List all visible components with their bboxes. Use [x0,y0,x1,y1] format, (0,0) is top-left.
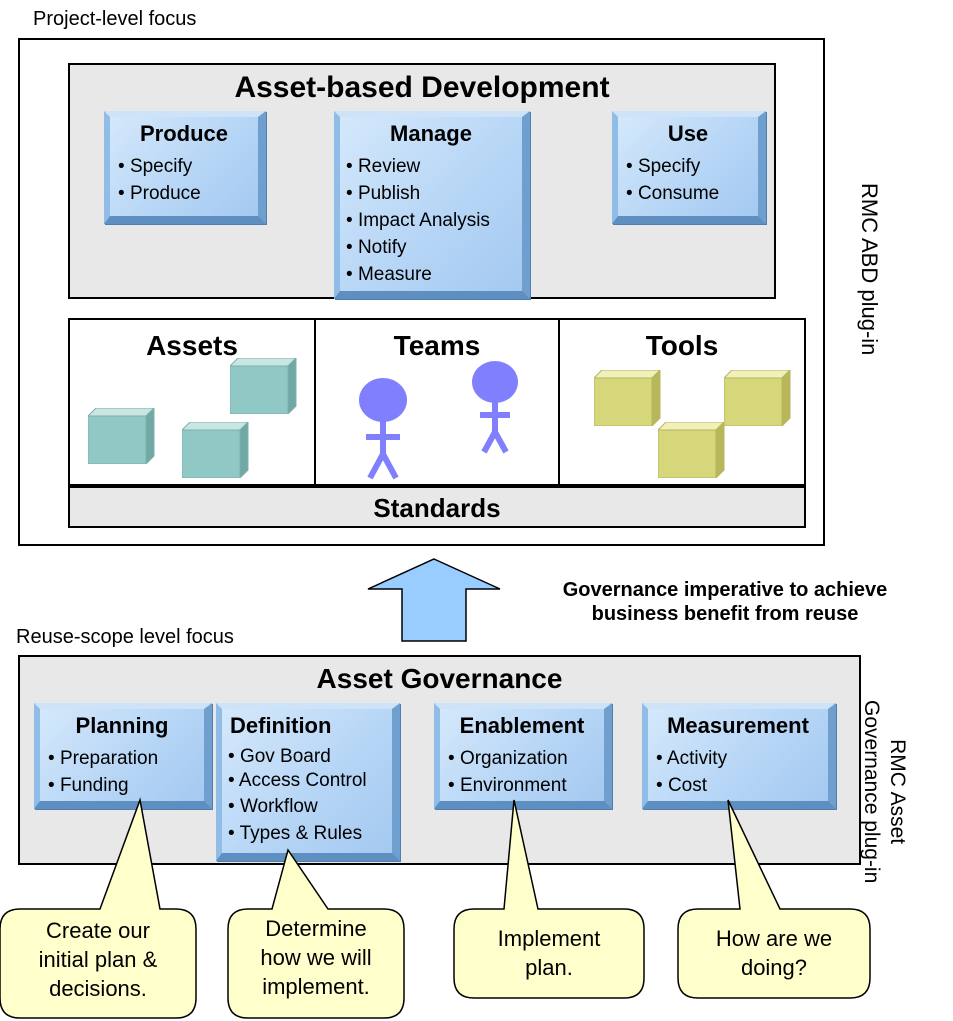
measurement-box: Measurement Activity Cost [642,703,836,809]
manage-title: Manage [390,121,472,146]
governance-title: Asset Governance [316,663,563,694]
resources-row: Assets Teams [68,318,806,486]
callout-line: implement. [262,974,370,999]
governance-note: Governance imperative to achieve busines… [505,578,945,626]
tools-title: Tools [645,330,719,361]
enablement-item: Organization [448,745,568,772]
asset-cube-icon [230,358,297,414]
definition-item: Types & Rules [228,821,367,847]
manage-item: Notify [346,234,490,261]
definition-box: Definition Gov Board Access Control Work… [216,703,400,861]
callout-planning-text: Create our initial plan & decisions. [0,916,196,1003]
callout-enablement-shape [453,799,645,999]
planning-item: Preparation [48,745,158,772]
tool-cube-icon [658,422,725,478]
measurement-item: Cost [656,772,727,799]
planning-box: Planning Preparation Funding [34,703,212,809]
callout-measurement-shape [677,799,871,999]
callout-line: Create our [46,918,150,943]
callout-measurement-text: How are we doing? [678,924,870,982]
measurement-title: Measurement [667,713,809,738]
manage-item: Impact Analysis [346,207,490,234]
asset-cube-icon [88,408,155,464]
person-icon [472,361,518,454]
callout-line: initial plan & [38,947,158,972]
definition-item: Gov Board [228,745,367,769]
measurement-item: Activity [656,745,727,772]
tools-cell: Tools [560,320,804,484]
governance-panel: Asset Governance Planning Preparation Fu… [18,655,861,865]
reuse-focus-label: Reuse-scope level focus [16,626,234,648]
callout-definition-text: Determine how we will implement. [228,914,404,1001]
callout-line: Implement [497,926,601,951]
asset-cube-icon [182,422,249,478]
use-item: Specify [626,153,719,180]
produce-item: Specify [118,153,201,180]
tool-cube-icon [594,370,661,426]
use-item: Consume [626,180,719,207]
definition-item: Access Control [228,769,367,793]
callout-definition-shape [227,848,405,1019]
assets-cell: Assets [70,320,316,484]
use-box: Use Specify Consume [612,111,766,224]
person-icon [359,378,407,480]
planning-item: Funding [48,772,158,799]
manage-item: Publish [346,180,490,207]
produce-box: Produce Specify Produce [104,111,266,224]
callout-line: how we will [260,945,372,970]
enablement-box: Enablement Organization Environment [434,703,612,809]
planning-title: Planning [75,713,169,738]
assets-title: Assets [146,330,238,361]
callout-line: Determine [265,916,367,941]
produce-title: Produce [139,121,229,146]
governance-note-line: business benefit from reuse [591,603,859,625]
standards-title: Standards [373,493,501,523]
callout-line: decisions. [49,976,147,1001]
teams-title: Teams [393,330,481,361]
enablement-title: Enablement [459,713,585,738]
abd-title: Asset-based Development [234,71,610,104]
callout-line: doing? [740,955,808,980]
abd-panel: Asset-based Development Produce Specify … [68,63,776,299]
use-title: Use [667,121,709,146]
definition-item: Workflow [228,793,367,821]
tool-cube-icon [724,370,791,426]
up-arrow-icon [367,558,501,642]
manage-box: Manage Review Publish Impact Analysis No… [334,111,530,299]
manage-item: Measure [346,261,490,288]
callout-line: How are we [715,926,833,951]
standards-bar: Standards [68,486,806,528]
callout-enablement-text: Implement plan. [454,924,644,982]
governance-note-line: Governance imperative to achieve [562,579,888,601]
manage-item: Review [346,153,490,180]
callout-line: plan. [525,955,573,980]
produce-item: Produce [118,180,201,207]
enablement-item: Environment [448,772,568,799]
definition-title: Definition [230,713,332,738]
project-focus-label: Project-level focus [33,8,197,30]
callout-planning-shape [0,797,197,1019]
teams-cell: Teams [316,320,560,484]
